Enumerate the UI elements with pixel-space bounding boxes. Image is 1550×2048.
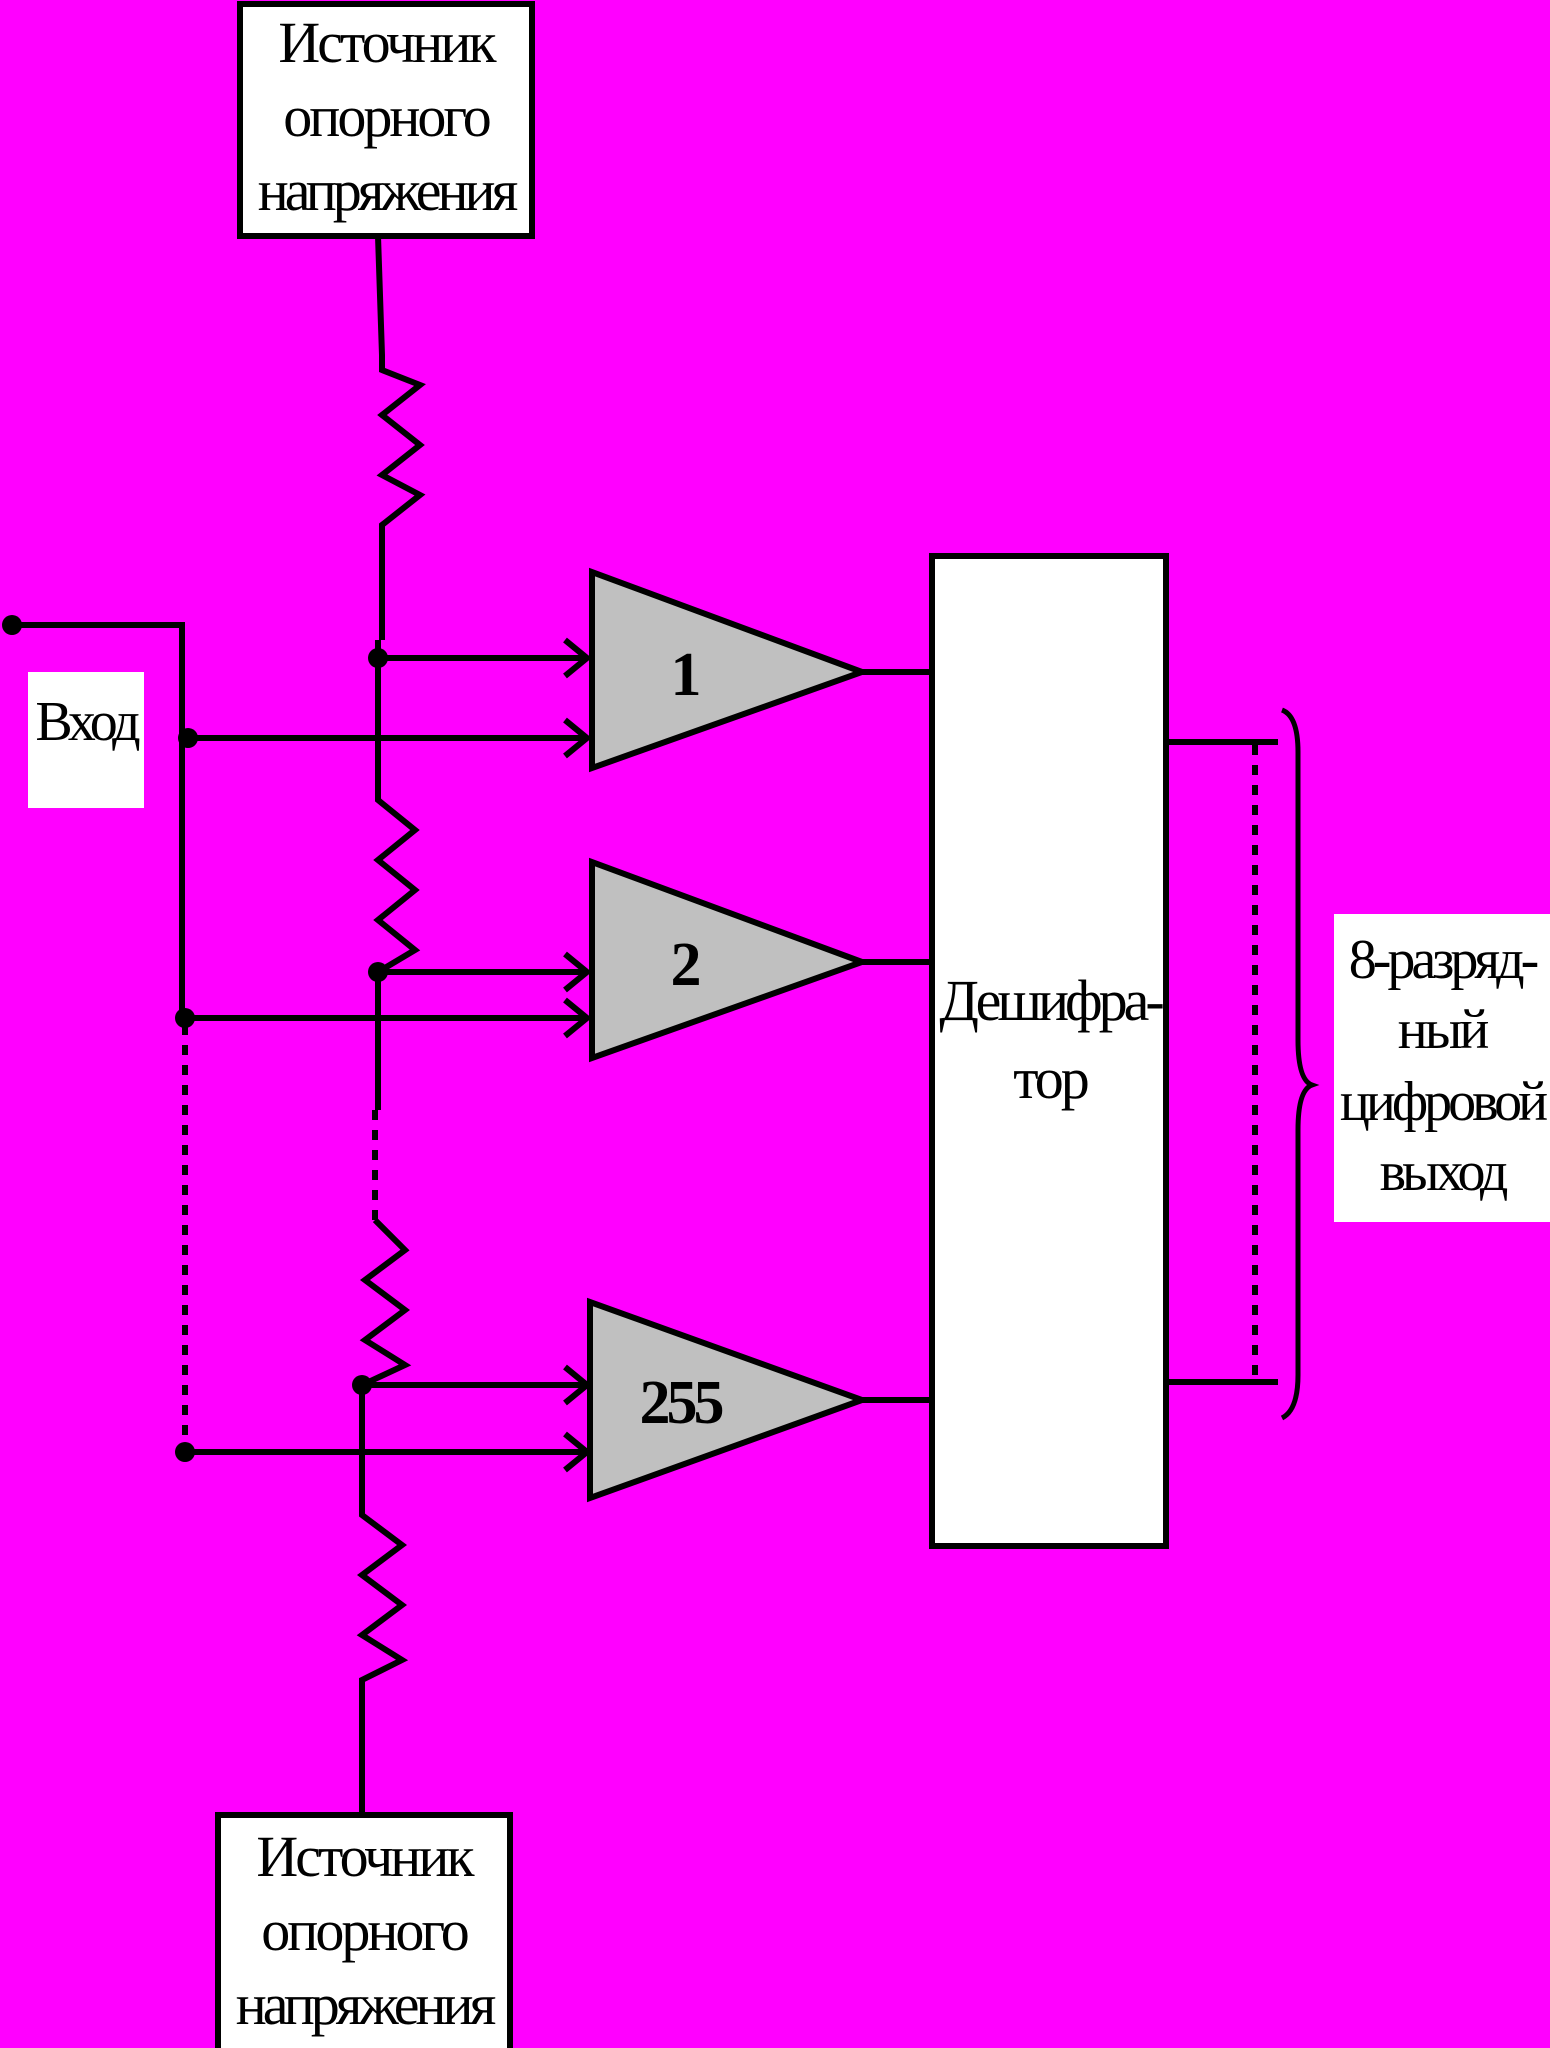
decoder-label-line1: Дешифра- [939, 968, 1163, 1033]
input-wire [12, 622, 185, 1025]
comparator-1: 1 [589, 567, 871, 773]
input-label-box: Вход [28, 672, 144, 808]
input-terminal-dot [2, 615, 22, 635]
decoder-box [929, 553, 1169, 1549]
arrow-c1-sig [563, 717, 592, 759]
comparator-2: 2 [589, 857, 871, 1063]
ref-source-bottom-line2: опорного [261, 1898, 467, 1963]
junction-ref-2 [368, 962, 388, 982]
dotted-continuations [182, 745, 1258, 1452]
ref-source-bottom-box [215, 1812, 513, 2048]
arrow-c2-sig [563, 997, 592, 1039]
wiring [12, 235, 1278, 1815]
comparator-255-label: 255 [640, 1369, 723, 1437]
ref-source-top-line1: Источник [278, 10, 497, 75]
comparator-2-label: 2 [671, 931, 702, 999]
decoder-label-line2: тор [1013, 1046, 1088, 1111]
arrow-c2-ref [563, 951, 592, 993]
junctions [2, 615, 388, 1462]
output-label-box: 8-разряд- ный цифровой выход [1334, 914, 1550, 1222]
ref-source-bottom-line3: напряжения [236, 1972, 496, 2037]
decoder: Дешифра- тор [929, 553, 1169, 1549]
output-label-background [1334, 914, 1550, 1222]
output-label-line2: ный [1398, 999, 1489, 1061]
output-label-line1: 8-разряд- [1349, 929, 1538, 991]
ref-source-top-line2: опорного [283, 84, 489, 149]
comparator-255-triangle [587, 1297, 871, 1503]
arrow-c1-ref [563, 637, 592, 679]
output-label-line4: выход [1380, 1141, 1508, 1203]
ref-source-bottom: Источник опорного напряжения [215, 1812, 513, 2048]
output-label-line3: цифровой [1340, 1071, 1547, 1133]
comparator-1-triangle [589, 567, 871, 773]
ref-wire-top [375, 235, 426, 640]
output-brace [1280, 707, 1320, 1421]
junction-sig-255 [175, 1442, 195, 1462]
input-label: Вход [35, 691, 140, 753]
junction-sig-2 [175, 1008, 195, 1028]
junction-ref-255 [352, 1375, 372, 1395]
ref-source-top: Источник опорного напряжения [237, 1, 535, 239]
junction-sig-1 [178, 728, 198, 748]
comparator-255: 255 [587, 1297, 871, 1503]
ref-wire-mid [373, 640, 421, 1110]
ref-wire-bottom [356, 1500, 409, 1815]
ref-source-top-box [237, 1, 535, 239]
ref-source-bottom-line1: Источник [256, 1824, 475, 1889]
comparator-2-triangle [589, 857, 871, 1063]
input-label-background [28, 672, 144, 808]
junction-ref-1 [368, 648, 388, 668]
comparator-1-label: 1 [671, 641, 702, 709]
ref-source-top-line3: напряжения [258, 158, 518, 223]
